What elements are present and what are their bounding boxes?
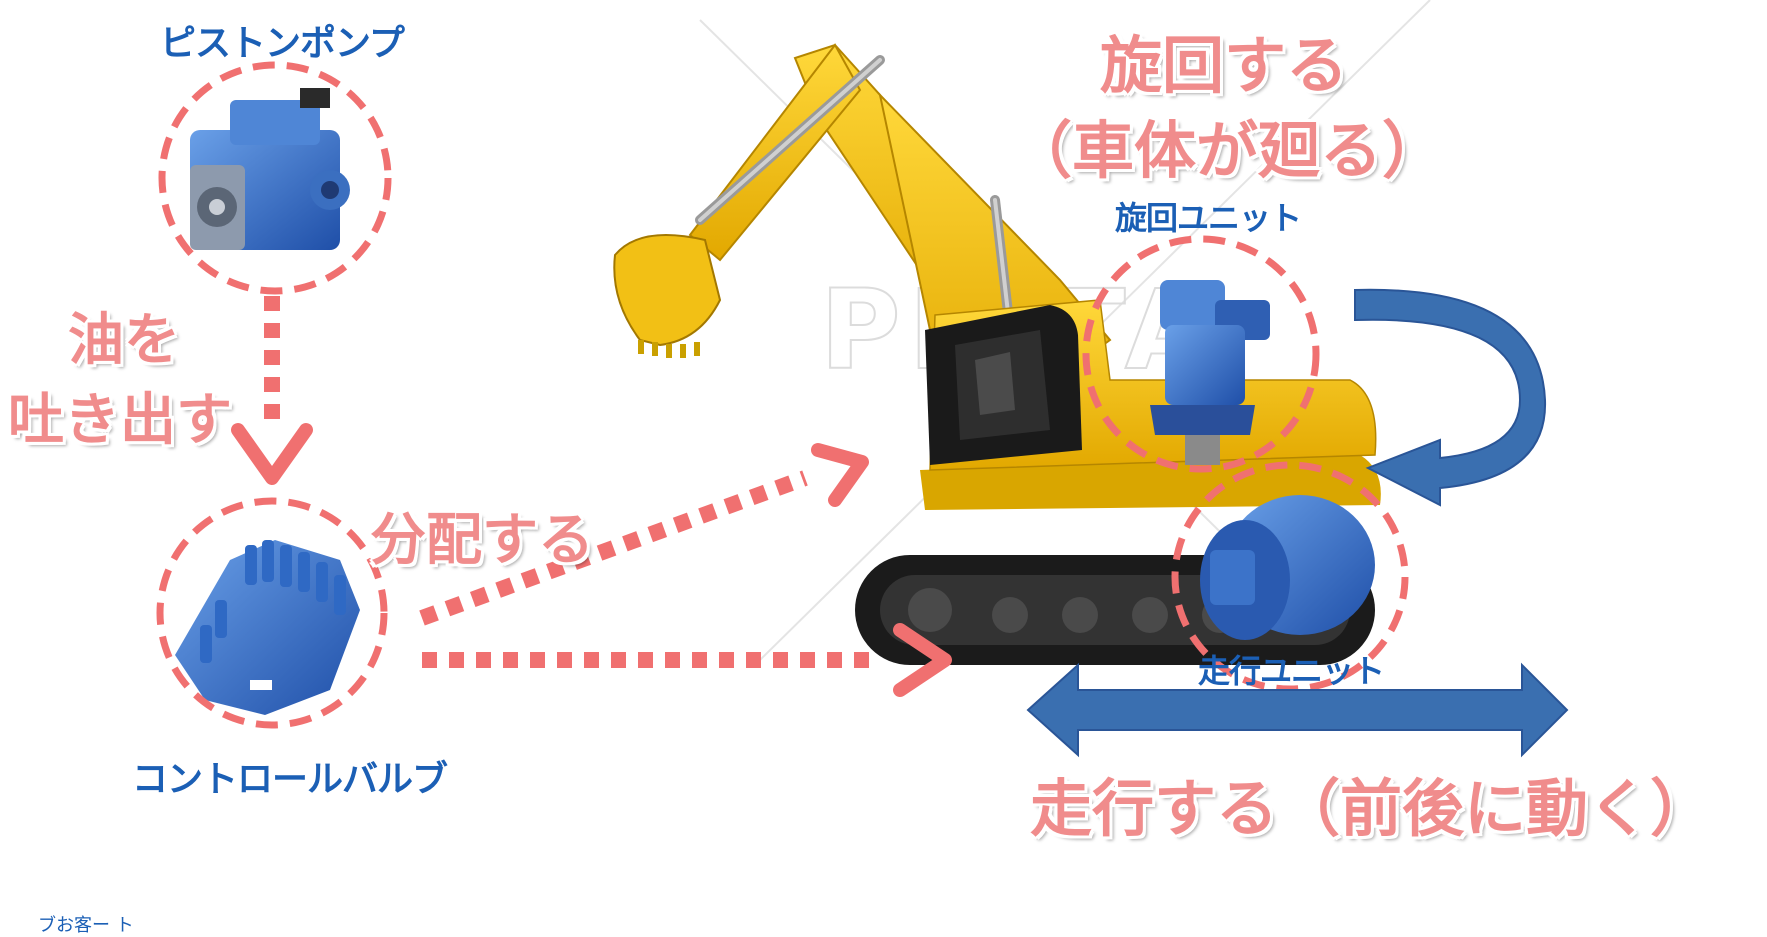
piston-pump-circle [158, 61, 392, 295]
control-valve-label: コントロールバルブ [132, 759, 448, 800]
flow-arrow-pump-to-valve [231, 296, 313, 485]
piston-pump-label: ピストンポンプ [160, 23, 405, 64]
control-valve-circle [156, 497, 388, 729]
swing-rotation-arrow [1354, 288, 1547, 507]
flow-arrow-valve-to-travel [422, 623, 952, 697]
flow-arrow-valve-to-swing [419, 443, 869, 626]
discharge-label-line2: 吐き出す [8, 388, 232, 453]
swing-label-line1: 旋回する [1100, 29, 1349, 102]
footnote-text: ブお客ー ト [38, 915, 134, 936]
control-valve-image [175, 540, 360, 715]
bucket [613, 234, 722, 347]
upper-structure [920, 455, 1381, 510]
travel-unit-image [1200, 495, 1375, 640]
distribute-label: 分配する [370, 508, 594, 573]
swing-unit-circle [1082, 235, 1320, 473]
discharge-label-line1: 油を [68, 308, 180, 373]
travel-label: 走行する（前後に動く） [1030, 772, 1713, 845]
swing-label-line2: （車体が廻る） [1010, 114, 1445, 187]
piston-pump-image [190, 88, 350, 250]
swing-unit-label: 旋回ユニット [1115, 199, 1302, 237]
excavator-illustration [613, 43, 1381, 665]
swing-unit-image [1150, 280, 1270, 465]
travel-double-arrow [1026, 662, 1569, 758]
travel-unit-label: 走行ユニット [1198, 652, 1385, 690]
